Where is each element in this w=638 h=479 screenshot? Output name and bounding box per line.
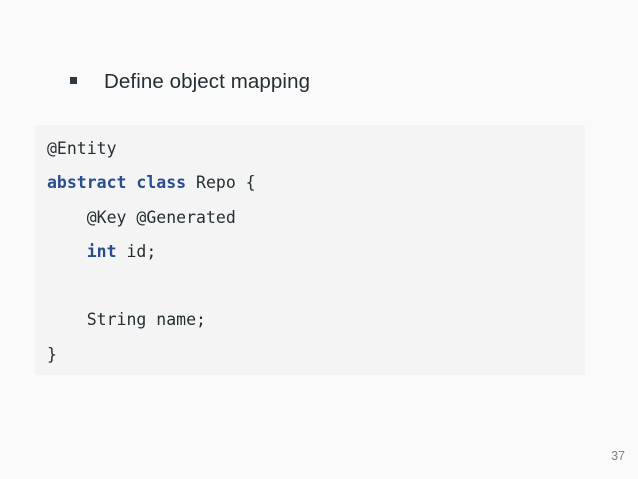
code-line: int id; — [47, 235, 585, 269]
code-text: id; — [116, 241, 157, 261]
page-number: 37 — [611, 449, 625, 463]
code-line — [47, 269, 585, 303]
code-text: String name; — [86, 310, 206, 330]
code-text: } — [47, 344, 57, 364]
code-line: } — [47, 338, 585, 372]
code-line: @Entity — [47, 132, 585, 166]
code-line: @Key @Generated — [47, 201, 585, 235]
code-block: @Entity abstract class Repo { @Key @Gener… — [35, 125, 585, 375]
code-line: String name; — [47, 303, 585, 337]
code-text: @Entity — [47, 139, 117, 158]
bullet-item-label: Define object mapping — [104, 70, 311, 93]
code-keyword: int — [86, 241, 117, 261]
code-keyword: abstract class — [47, 173, 187, 193]
code-text: Repo { — [186, 173, 256, 193]
code-line: abstract class Repo { — [47, 166, 585, 200]
code-text: @Key @Generated — [86, 207, 236, 227]
square-bullet-icon — [70, 77, 77, 84]
bullet-list: Define object mapping — [0, 70, 638, 94]
list-item: Define object mapping — [0, 70, 638, 94]
